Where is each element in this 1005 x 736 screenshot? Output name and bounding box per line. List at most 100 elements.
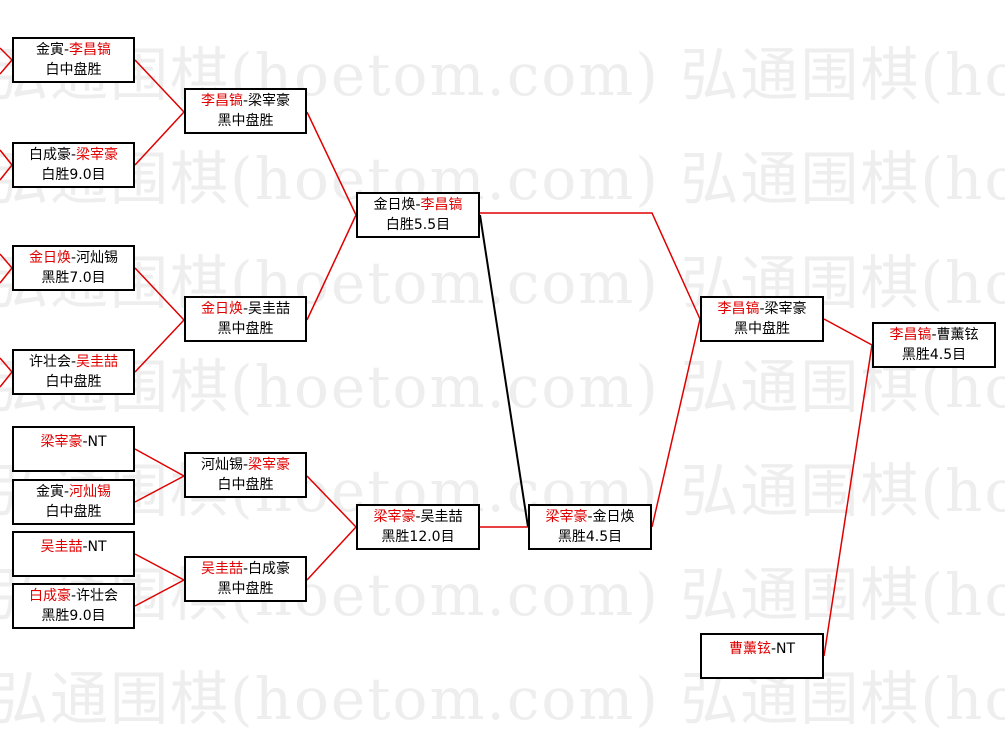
bracket-connector [479, 214, 529, 528]
match-players: 金日焕-吴圭喆 [201, 299, 290, 319]
match-players: 金寅-李昌镐 [36, 40, 111, 60]
bracket-connector [134, 475, 185, 503]
match-box-r1-2: 白成豪-梁宰豪白胜9.0目 [12, 142, 135, 188]
match-result: 白中盘胜 [45, 374, 102, 390]
match-players: 金日焕-李昌镐 [373, 195, 462, 215]
player-separator: - [587, 509, 593, 525]
match-players: 梁宰豪-吴圭喆 [373, 507, 462, 527]
match-result: 黑中盘胜 [217, 321, 274, 337]
player-one: 曹薰铉 [728, 641, 771, 657]
match-result: 黑中盘胜 [217, 581, 274, 597]
player-separator: - [82, 434, 88, 450]
player-two: 许壮会 [76, 588, 119, 604]
player-separator: - [415, 197, 421, 213]
match-box-r3-1: 金日焕-李昌镐白胜5.5目 [356, 192, 480, 238]
match-box-r4-1: 梁宰豪-金日焕黑胜4.5目 [528, 504, 652, 550]
match-players: 吴圭喆-白成豪 [201, 559, 290, 579]
player-two: 梁宰豪 [764, 301, 807, 317]
player-two: NT [776, 641, 796, 657]
match-box-r1-7: 吴圭喆-NT [12, 531, 135, 577]
player-two: 河灿锡 [69, 484, 112, 500]
match-result: 白中盘胜 [45, 504, 102, 520]
bracket-connector [134, 267, 185, 321]
player-one: 吴圭喆 [40, 539, 83, 555]
bracket-connector [651, 318, 701, 528]
match-result: 黑胜4.5目 [901, 347, 967, 363]
match-box-r2-2: 金日焕-吴圭喆黑中盘胜 [184, 296, 307, 342]
player-separator: - [770, 641, 777, 657]
match-players: 许壮会-吴圭喆 [29, 352, 118, 372]
match-result: 黑胜7.0目 [41, 270, 106, 286]
match-result: 黑中盘胜 [217, 113, 274, 129]
player-two: 河灿锡 [76, 250, 119, 266]
match-players: 金日焕-河灿锡 [29, 248, 118, 268]
player-separator: - [63, 484, 70, 500]
match-result: 白胜5.5目 [385, 217, 451, 233]
player-two: 李昌镐 [69, 42, 112, 58]
player-one: 金日焕 [373, 197, 416, 213]
match-box-r2-3: 河灿锡-梁宰豪白中盘胜 [184, 452, 307, 498]
player-two: NT [87, 539, 107, 555]
match-players: 李昌镐-梁宰豪 [717, 299, 806, 319]
match-result: 黑胜9.0目 [41, 608, 106, 624]
match-players: 曹薰铉-NT [729, 639, 795, 659]
player-separator: - [242, 93, 249, 109]
match-players: 白成豪-许壮会 [29, 586, 118, 606]
bracket-connector [480, 212, 701, 320]
bracket-lines [0, 47, 873, 657]
player-one: 许壮会 [28, 354, 71, 370]
player-one: 梁宰豪 [40, 434, 83, 450]
match-box-r1-8: 白成豪-许壮会黑胜9.0目 [12, 583, 135, 629]
bracket-connector [823, 318, 873, 346]
player-one: 梁宰豪 [373, 509, 416, 525]
player-two: 吴圭喆 [76, 354, 119, 370]
match-box-r1-5: 梁宰豪-NT [12, 426, 135, 472]
match-box-r1-1: 金寅-李昌镐白中盘胜 [12, 37, 135, 83]
match-box-r1-3: 金日焕-河灿锡黑胜7.0目 [12, 245, 135, 291]
match-players: 金寅-河灿锡 [36, 482, 111, 502]
player-two: 梁宰豪 [248, 93, 291, 109]
bracket-connector [134, 59, 185, 113]
player-one: 梁宰豪 [545, 509, 588, 525]
bracket-connector [306, 111, 357, 216]
match-box-r5-1: 李昌镐-梁宰豪黑中盘胜 [700, 296, 824, 342]
match-players: 白成豪-梁宰豪 [29, 145, 118, 165]
player-separator: - [242, 457, 249, 473]
player-one: 白成豪 [28, 147, 71, 163]
bracket-connector [306, 214, 357, 321]
bracket-connector [0, 149, 13, 166]
bracket-connector [134, 319, 185, 373]
match-players: 李昌镐-梁宰豪 [201, 91, 290, 111]
player-separator: - [931, 327, 937, 343]
match-result: 白中盘胜 [45, 62, 102, 78]
match-box-r5-2: 曹薰铉-NT [700, 633, 824, 679]
bracket-connector [134, 579, 185, 607]
player-separator: - [63, 42, 70, 58]
player-separator: - [70, 354, 77, 370]
match-result: 白中盘胜 [217, 477, 274, 493]
player-one: 李昌镐 [200, 93, 243, 109]
player-one: 金寅 [35, 484, 64, 500]
match-box-r1-6: 金寅-河灿锡白中盘胜 [12, 479, 135, 525]
match-players: 李昌镐-曹薰铉 [889, 325, 978, 345]
player-one: 李昌镐 [717, 301, 760, 317]
match-players: 吴圭喆-NT [40, 537, 106, 557]
match-box-r2-4: 吴圭喆-白成豪黑中盘胜 [184, 556, 307, 602]
bracket-connector [0, 371, 13, 388]
player-separator: - [242, 301, 249, 317]
player-two: 吴圭喆 [248, 301, 291, 317]
player-two: 白成豪 [248, 561, 291, 577]
match-result: 黑胜4.5目 [557, 529, 623, 545]
match-result: 白胜9.0目 [41, 167, 106, 183]
match-result: 黑中盘胜 [734, 321, 790, 337]
bracket-connector [0, 267, 13, 284]
player-two: 梁宰豪 [248, 457, 291, 473]
player-two: NT [87, 434, 107, 450]
player-separator: - [415, 509, 421, 525]
bracket-connector [134, 553, 185, 581]
player-separator: - [242, 561, 249, 577]
bracket-connector [306, 475, 357, 528]
match-players: 梁宰豪-NT [40, 432, 106, 452]
player-separator: - [70, 250, 77, 266]
bracket-connector [134, 448, 185, 477]
